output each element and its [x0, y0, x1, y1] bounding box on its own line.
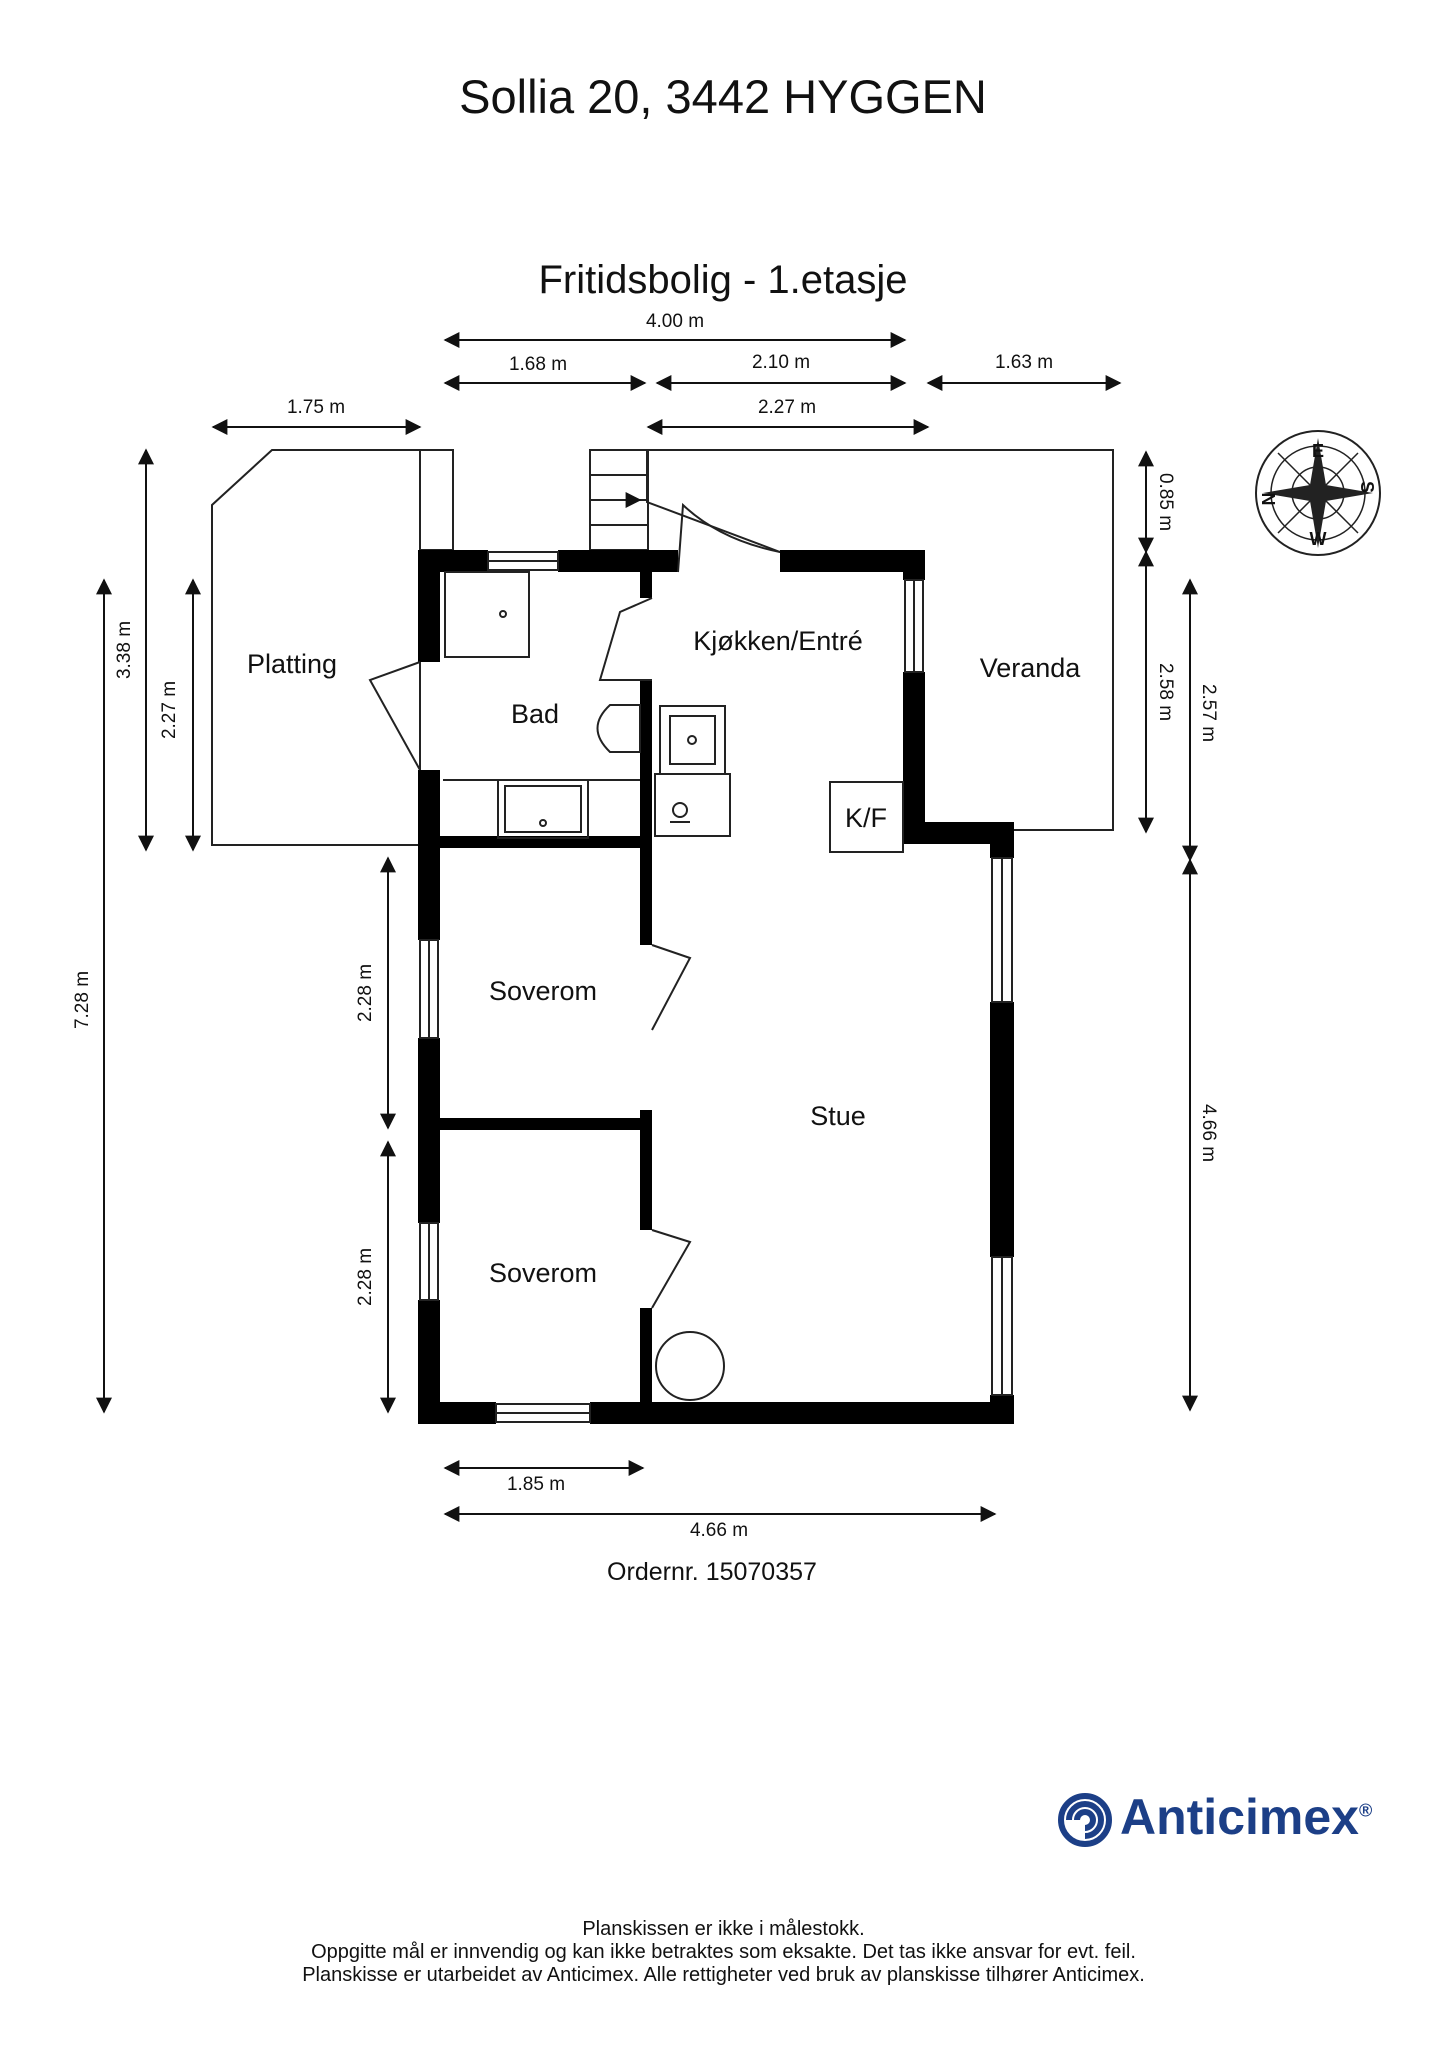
dim-left-outer: 3.38 m — [114, 621, 135, 679]
room-veranda: Veranda — [980, 653, 1082, 683]
dim-right-outer: 2.57 m — [1198, 684, 1219, 742]
bathtub-basin — [497, 779, 589, 839]
doors — [368, 502, 781, 1309]
compass-n: N — [1259, 493, 1279, 506]
disclaimer: Planskissen er ikke i målestokk. Oppgitt… — [0, 1918, 1447, 1987]
room-kitchen: Kjøkken/Entré — [693, 626, 863, 656]
dim-top-total: 4.00 m — [646, 311, 704, 332]
dim-right-veranda: 2.58 m — [1155, 663, 1176, 721]
room-stue: Stue — [810, 1101, 866, 1131]
fireplace-icon — [655, 1331, 725, 1401]
kitchen-fixtures — [654, 705, 904, 1401]
platting-outline — [211, 449, 421, 846]
platting-railing — [419, 449, 454, 551]
dim-left-inner: 2.27 m — [159, 681, 180, 739]
bathroom-fixtures — [443, 571, 641, 839]
order-number: Ordernr. 15070357 — [607, 1558, 817, 1586]
compass-w: W — [1310, 529, 1327, 549]
windows — [419, 551, 1013, 1423]
disclaimer-line-1: Planskissen er ikke i målestokk. — [582, 1918, 865, 1940]
room-bad: Bad — [511, 699, 559, 729]
fridge-freezer — [829, 781, 904, 853]
dim-top-platting: 1.75 m — [287, 397, 345, 418]
brand-name: Anticimex® — [1120, 1789, 1373, 1845]
floor-title: Fritidsbolig - 1.etasje — [538, 258, 907, 302]
entrance-steps — [589, 449, 649, 551]
shower-tray — [444, 571, 530, 658]
compass-e: E — [1312, 441, 1324, 461]
toilet-icon — [596, 704, 641, 753]
dim-left-soverom-1: 2.28 m — [355, 964, 376, 1022]
dim-left-total: 7.28 m — [72, 971, 93, 1029]
stove — [654, 773, 731, 837]
address-title: Sollia 20, 3442 HYGGEN — [459, 70, 987, 123]
walls — [418, 550, 1014, 1424]
room-kf: K/F — [845, 803, 887, 833]
dim-right-stue: 4.66 m — [1198, 1104, 1219, 1162]
disclaimer-line-2: Oppgitte mål er innvendig og kan ikke be… — [311, 1941, 1136, 1963]
dim-bottom-short: 1.85 m — [507, 1474, 565, 1495]
disclaimer-line-3: Planskisse er utarbeidet av Anticimex. A… — [302, 1964, 1145, 1986]
room-platting: Platting — [247, 649, 337, 679]
room-soverom-1: Soverom — [489, 976, 597, 1006]
dim-bottom-total: 4.66 m — [690, 1520, 748, 1541]
compass-s: S — [1357, 481, 1377, 493]
dim-top-right: 1.63 m — [995, 352, 1053, 373]
dim-left-soverom-2: 2.28 m — [355, 1248, 376, 1306]
dim-right-top: 0.85 m — [1155, 473, 1176, 531]
dim-top-mid: 2.10 m — [752, 352, 810, 373]
anticimex-logo-icon — [1058, 1793, 1112, 1847]
compass-icon: E W N S — [1255, 430, 1381, 556]
dim-top-veranda-span: 2.27 m — [758, 397, 816, 418]
dimension-lines — [96, 332, 1198, 1522]
dim-top-left: 1.68 m — [509, 354, 567, 375]
room-soverom-2: Soverom — [489, 1258, 597, 1288]
